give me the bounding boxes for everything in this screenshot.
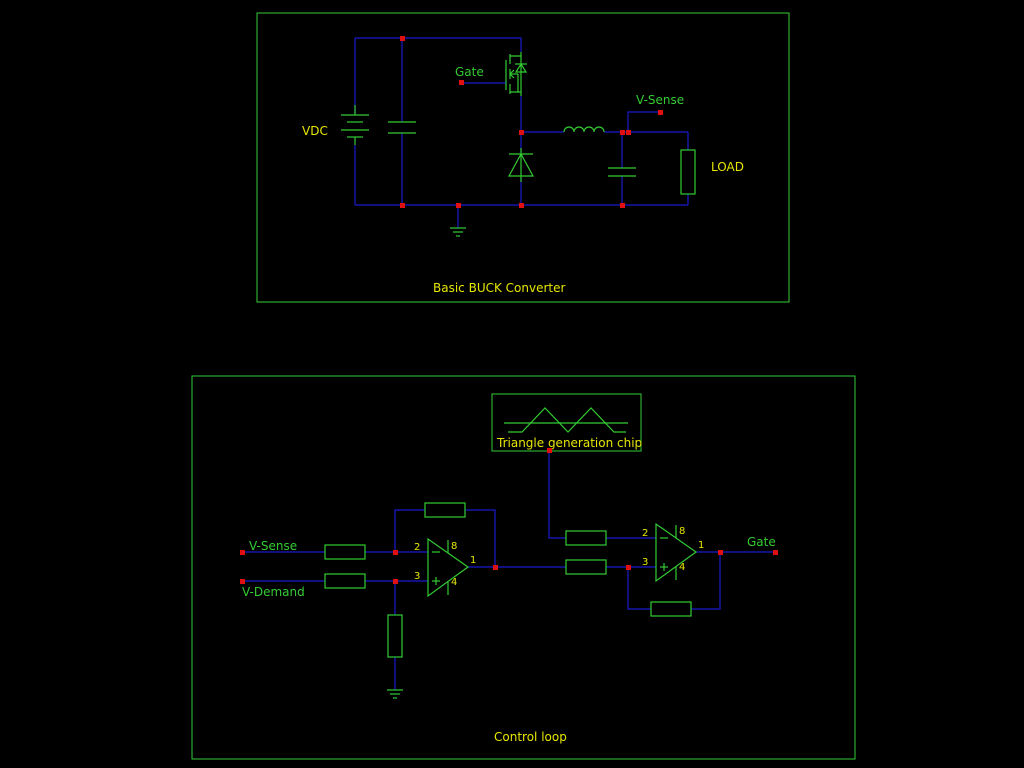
control-vsense-terminal[interactable]	[240, 550, 245, 555]
freewheel-diode	[507, 148, 535, 182]
resistor-error	[565, 559, 607, 575]
resistor-vdemand	[324, 573, 366, 589]
buck-vsense-terminal[interactable]	[658, 110, 663, 115]
resistor-feedback-1	[424, 502, 466, 518]
buck-gate-label: Gate	[455, 65, 484, 79]
svg-text:8: 8	[679, 526, 685, 537]
inductor	[563, 126, 605, 133]
svg-text:4: 4	[451, 577, 457, 588]
svg-text:1: 1	[698, 540, 704, 551]
svg-text:8: 8	[451, 541, 457, 552]
buck-title: Basic BUCK Converter	[433, 281, 565, 295]
load-resistor	[680, 149, 696, 195]
control-gate-terminal[interactable]	[773, 550, 778, 555]
control-resistors	[324, 502, 692, 658]
svg-text:4: 4	[679, 562, 685, 573]
vdc-label: VDC	[302, 124, 328, 138]
buck-ground-icon	[450, 227, 466, 237]
control-nodes	[240, 448, 778, 584]
buck-nodes	[400, 36, 663, 208]
svg-text:2: 2	[642, 528, 648, 539]
control-loop-panel: Triangle generation chip	[191, 375, 856, 760]
control-title: Control loop	[494, 730, 567, 744]
input-capacitor	[388, 121, 416, 134]
control-vsense-label: V-Sense	[249, 539, 297, 553]
resistor-ground	[387, 614, 403, 658]
output-capacitor	[608, 167, 636, 177]
mosfet-switch	[505, 52, 528, 96]
control-gate-label: Gate	[747, 535, 776, 549]
buck-converter-panel: VDC Gate	[256, 12, 790, 303]
triangle-chip-label: Triangle generation chip	[496, 436, 642, 450]
svg-text:3: 3	[414, 571, 420, 582]
svg-text:3: 3	[642, 557, 648, 568]
buck-wires	[354, 37, 689, 228]
control-wires	[243, 451, 775, 690]
resistor-feedback-2	[650, 601, 692, 617]
control-vdemand-terminal[interactable]	[240, 579, 245, 584]
control-frame	[191, 375, 856, 760]
triangle-generation-chip: Triangle generation chip	[491, 393, 642, 452]
control-vdemand-label: V-Demand	[242, 585, 305, 599]
load-label: LOAD	[711, 160, 744, 174]
buck-frame	[256, 12, 790, 303]
svg-text:2: 2	[414, 542, 420, 553]
control-ground-icon	[387, 689, 403, 699]
opamp-error-amplifier: 2 3 1 8 4	[414, 537, 476, 598]
buck-vsense-label: V-Sense	[636, 93, 684, 107]
opamp-pwm-comparator: 2 3 1 8 4	[642, 522, 704, 583]
battery-symbol	[341, 105, 369, 145]
resistor-vsense	[324, 544, 366, 560]
svg-text:1: 1	[470, 555, 476, 566]
resistor-triangle	[565, 530, 607, 546]
buck-gate-terminal[interactable]	[459, 80, 464, 85]
